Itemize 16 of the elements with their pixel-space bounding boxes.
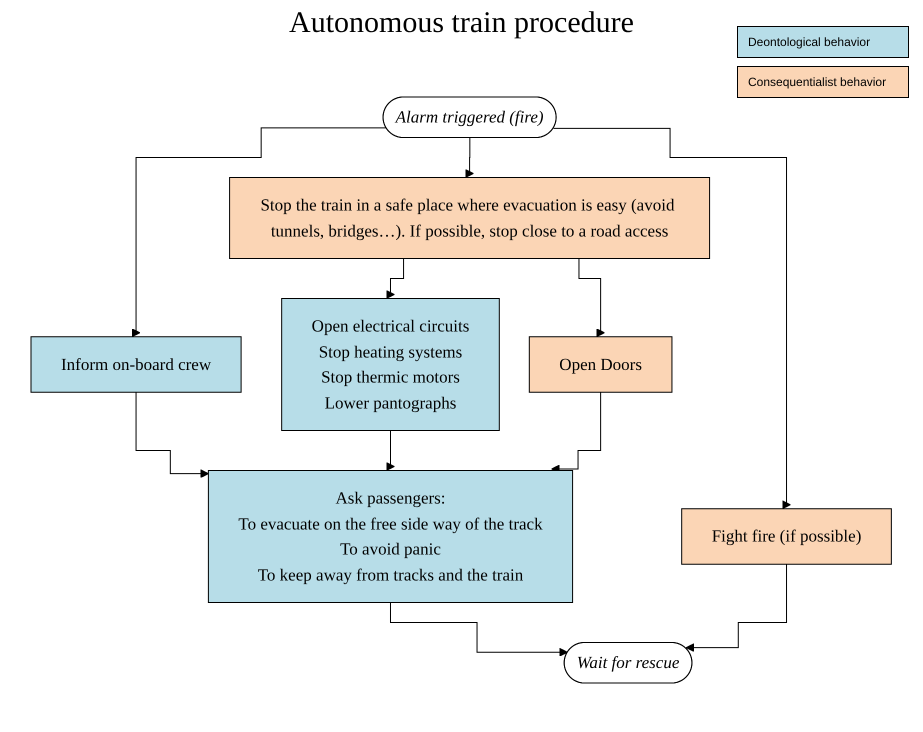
node-box: Stop the train in a safe place where evacuation is easy (avoid tunnels, bridges…). If possible, stop close to a road access bbox=[229, 177, 710, 259]
arrow bbox=[686, 564, 788, 652]
node-box: Open electrical circuits Stop heating systems Stop thermic motors Lower pantographs bbox=[281, 298, 500, 431]
legend-item: Consequentialist behavior bbox=[737, 66, 909, 98]
arrow bbox=[386, 430, 396, 471]
node-box: Ask passengers: To evacuate on the free side way of the track To avoid panic To keep away from tracks and the train bbox=[208, 470, 574, 603]
arrow bbox=[390, 602, 568, 657]
title: Autonomous train procedure bbox=[288, 6, 635, 40]
node-box: Open Doors bbox=[529, 336, 673, 393]
arrow bbox=[132, 127, 388, 338]
arrow bbox=[136, 392, 210, 478]
node-box: Fight fire (if possible) bbox=[682, 508, 892, 565]
arrow bbox=[553, 128, 792, 510]
legend-item: Deontological behavior bbox=[737, 26, 909, 58]
arrow bbox=[466, 138, 474, 178]
node-box: Inform on-board crew bbox=[30, 336, 242, 393]
